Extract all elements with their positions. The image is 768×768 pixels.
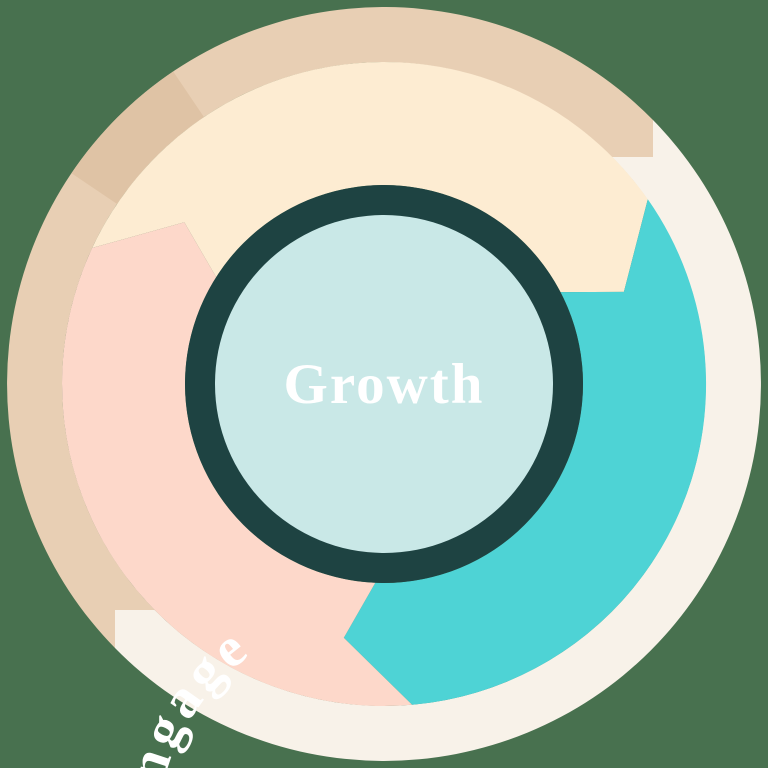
- attract-arrow-segment: [92, 61, 648, 293]
- center-label: Growth: [284, 353, 485, 416]
- outer-ring-ivory-arc: [115, 120, 761, 761]
- delight-arrow-segment: [62, 222, 413, 707]
- outer-ring-tan-arc: [7, 7, 653, 648]
- core-circle: [215, 215, 553, 553]
- outer-ring-overlap-wedge: [71, 71, 204, 204]
- engage-arrow-segment: [343, 199, 707, 705]
